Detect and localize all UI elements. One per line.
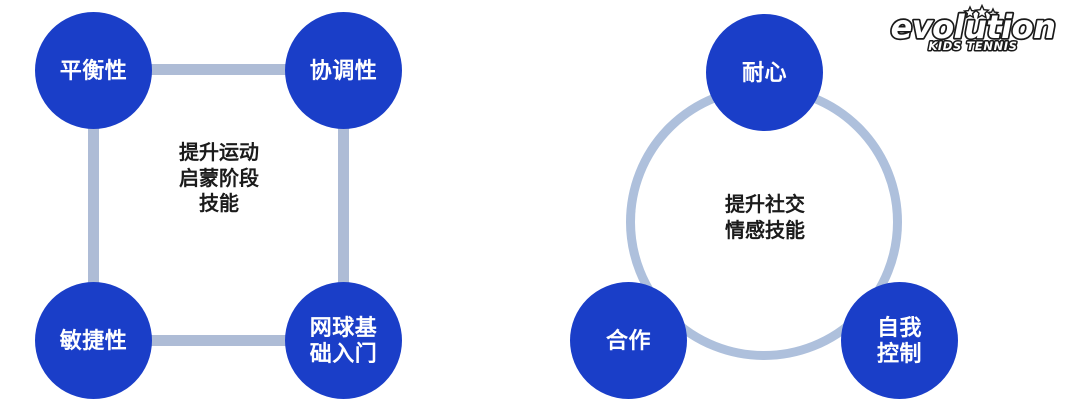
node-cooperation[interactable]: 合作 bbox=[570, 282, 687, 399]
logo-wordmark: evolution bbox=[891, 8, 1056, 46]
node-agility-label: 敏捷性 bbox=[59, 327, 128, 353]
node-coordination[interactable]: 协调性 bbox=[285, 12, 402, 129]
connector-balance-coordination bbox=[146, 64, 290, 75]
node-agility[interactable]: 敏捷性 bbox=[35, 282, 152, 399]
connector-balance-agility bbox=[88, 122, 99, 288]
node-self-control[interactable]: 自我 控制 bbox=[841, 282, 958, 399]
logo-tagline-group: KIDS TENNIS bbox=[927, 38, 1019, 55]
node-coordination-label: 协调性 bbox=[309, 57, 378, 83]
node-cooperation-label: 合作 bbox=[605, 327, 651, 353]
left-diagram-center-text: 提升运动 启蒙阶段 技能 bbox=[179, 142, 259, 216]
node-tennis-basics-label: 网球基 础入门 bbox=[309, 314, 378, 366]
logo-stars-icon bbox=[962, 3, 1000, 20]
connector-coordination-tennisbasics bbox=[338, 122, 349, 288]
logo-tagline: KIDS TENNIS bbox=[928, 39, 1017, 53]
connector-agility-tennisbasics bbox=[146, 335, 290, 346]
node-tennis-basics[interactable]: 网球基 础入门 bbox=[285, 282, 402, 399]
node-patience-label: 耐心 bbox=[741, 59, 787, 85]
node-balance[interactable]: 平衡性 bbox=[35, 12, 152, 129]
right-diagram-center-text: 提升社交 情感技能 bbox=[725, 194, 805, 242]
logo-artwork: .wm { font-family: "DejaVu Sans", sans-s… bbox=[889, 3, 1058, 55]
node-patience[interactable]: 耐心 bbox=[706, 14, 823, 131]
evolution-kids-tennis-logo: .wm { font-family: "DejaVu Sans", sans-s… bbox=[874, 3, 1072, 56]
node-balance-label: 平衡性 bbox=[59, 57, 128, 83]
node-self-control-label: 自我 控制 bbox=[876, 314, 922, 366]
